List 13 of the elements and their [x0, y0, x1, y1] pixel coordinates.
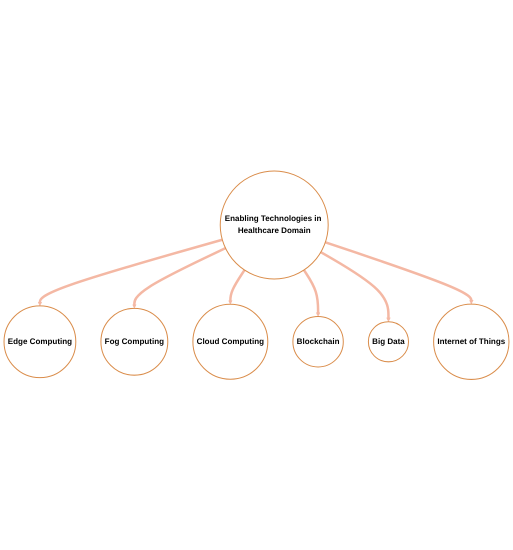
node-circle: Cloud Computing	[192, 304, 268, 380]
arrow	[38, 238, 223, 306]
arrow	[228, 269, 246, 304]
arrow	[132, 246, 226, 308]
arrow	[324, 240, 474, 304]
node-circle: Big Data	[368, 320, 410, 362]
arrow	[320, 250, 391, 322]
node-circle: Blockchain	[292, 316, 344, 368]
node-circle: Fog Computing	[100, 308, 168, 376]
node-circle: Edge Computing	[4, 305, 76, 378]
arrow	[302, 269, 320, 317]
node-circle: Internet of Things	[433, 303, 510, 380]
node-circle: Enabling Technologies in Healthcare Domain	[220, 170, 329, 280]
